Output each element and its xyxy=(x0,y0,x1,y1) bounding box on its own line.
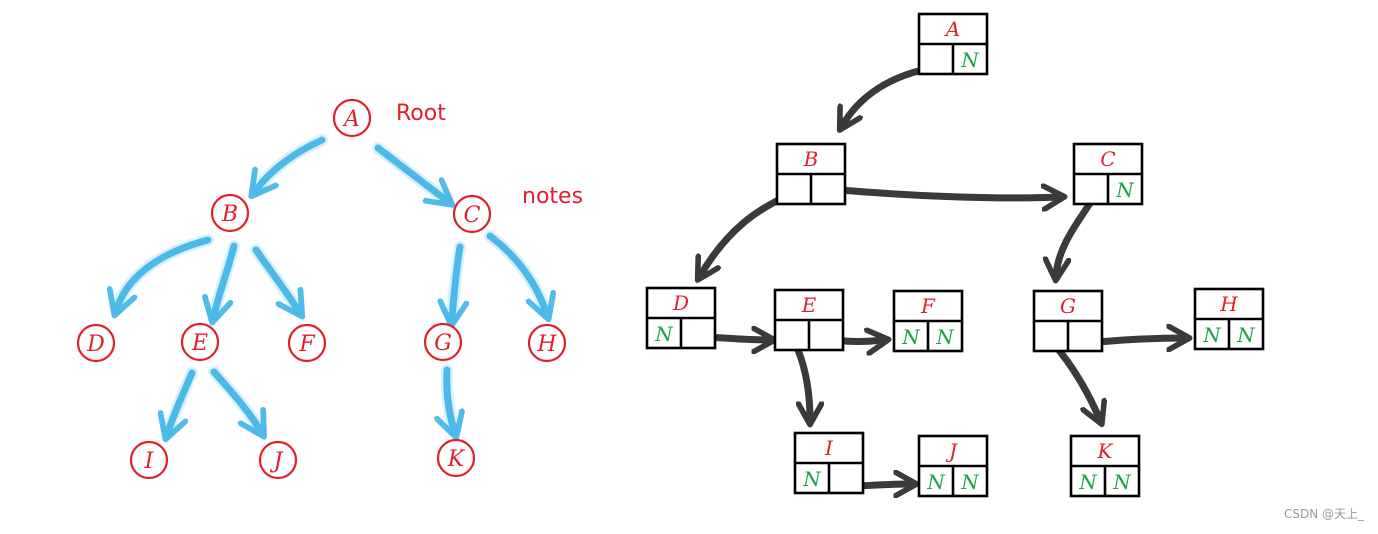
tree-edge-a-c xyxy=(374,144,446,200)
tree-edge-b-d xyxy=(117,236,212,308)
right-null-marker: N xyxy=(960,470,980,494)
tree-node-circle xyxy=(287,323,327,363)
root-annotation: Root xyxy=(396,101,446,126)
right-null-marker: N xyxy=(1115,178,1135,202)
left-null-marker: N xyxy=(1078,470,1098,494)
tree-edge-c-g xyxy=(452,243,460,318)
tree-node-label: H xyxy=(536,332,557,357)
link-a-b xyxy=(842,66,926,126)
tree-node-circle xyxy=(332,98,372,138)
tree-edge-e-i xyxy=(168,369,196,432)
tree-edge-g-k xyxy=(447,366,454,430)
tree-edge-b-f xyxy=(252,246,298,310)
right-null-marker: N xyxy=(1112,470,1132,494)
watermark: CSDN @天上_ xyxy=(1283,507,1364,521)
tree-node-circle xyxy=(258,440,298,480)
tree-edges xyxy=(111,134,546,432)
tree-node-h: H xyxy=(527,323,567,363)
node-box-label: F xyxy=(920,294,936,318)
tree-node-label: G xyxy=(434,331,452,356)
tree-node-circle xyxy=(452,194,492,234)
tree-node-label: J xyxy=(270,449,284,474)
tree-node-circle xyxy=(129,440,169,480)
link-i-j xyxy=(854,484,912,486)
binary-tree-sketch: A B C D E F G H I J K Root notes xyxy=(76,98,583,480)
tree-node-label: D xyxy=(86,332,105,357)
tree-nodes: A B C D E F G H I J K xyxy=(76,98,567,480)
node-box-label: H xyxy=(1219,292,1238,316)
link-b-d xyxy=(700,194,786,276)
tree-edge-e-j xyxy=(210,368,260,430)
tree-node-i: I xyxy=(129,440,169,480)
tree-node-b: B xyxy=(210,193,250,233)
tree-node-j: J xyxy=(258,440,298,480)
node-box-d: DN xyxy=(645,286,717,350)
node-box-g: G xyxy=(1032,289,1104,353)
tree-edge-a-b xyxy=(256,136,326,190)
node-box-label: E xyxy=(801,293,817,317)
tree-node-label: B xyxy=(221,202,238,227)
link-g-k xyxy=(1048,338,1100,420)
left-null-marker: N xyxy=(901,325,921,349)
tree-node-label: K xyxy=(447,447,466,472)
node-box-label: D xyxy=(672,291,689,315)
tree-node-label: E xyxy=(191,331,208,356)
tree-node-a: A xyxy=(332,98,372,138)
tree-node-circle xyxy=(436,438,476,478)
left-null-marker: N xyxy=(802,467,822,491)
tree-node-circle xyxy=(180,322,220,362)
node-box-e: E xyxy=(773,288,845,352)
tree-node-label: C xyxy=(464,203,481,228)
tree-node-circle xyxy=(76,323,116,363)
tree-node-d: D xyxy=(76,323,116,363)
node-box-label: C xyxy=(1100,147,1115,171)
node-box-label: B xyxy=(803,147,819,171)
right-null-marker: N xyxy=(960,48,980,72)
tree-node-label: I xyxy=(144,449,155,474)
link-arrows xyxy=(700,66,1185,486)
tree-node-c: C xyxy=(452,194,492,234)
tree-node-f: F xyxy=(287,323,327,363)
left-null-marker: N xyxy=(926,470,946,494)
tree-node-label: F xyxy=(298,332,315,357)
right-null-marker: N xyxy=(1236,323,1256,347)
tree-node-label: A xyxy=(342,107,360,132)
node-box-a: AN xyxy=(917,12,989,76)
node-box-label: K xyxy=(1097,439,1114,463)
link-g-h xyxy=(1094,338,1185,342)
tree-node-e: E xyxy=(180,322,220,362)
tree-node-circle xyxy=(210,193,250,233)
node-box-label: I xyxy=(824,436,834,460)
left-null-marker: N xyxy=(654,322,674,346)
tree-edge-c-h xyxy=(486,232,546,312)
node-box-label: J xyxy=(945,439,958,463)
node-box-b: B xyxy=(775,142,847,206)
tree-node-circle xyxy=(527,323,567,363)
tree-node-k: K xyxy=(436,438,476,478)
notes-annotation: notes xyxy=(522,184,583,209)
node-box-label: A xyxy=(944,17,960,41)
tree-edge-b-e xyxy=(214,242,238,315)
tree-node-g: G xyxy=(423,322,463,362)
left-null-marker: N xyxy=(1202,323,1222,347)
tree-node-circle xyxy=(423,322,463,362)
link-e-i xyxy=(794,346,810,420)
right-null-marker: N xyxy=(935,325,955,349)
node-box-i: IN xyxy=(793,431,865,495)
tree-edge-halo xyxy=(111,234,214,314)
link-d-e xyxy=(703,337,770,340)
link-c-g xyxy=(1056,196,1096,276)
node-box-c: CN xyxy=(1072,142,1144,206)
link-b-c xyxy=(836,190,1060,198)
node-box-label: G xyxy=(1060,294,1076,318)
